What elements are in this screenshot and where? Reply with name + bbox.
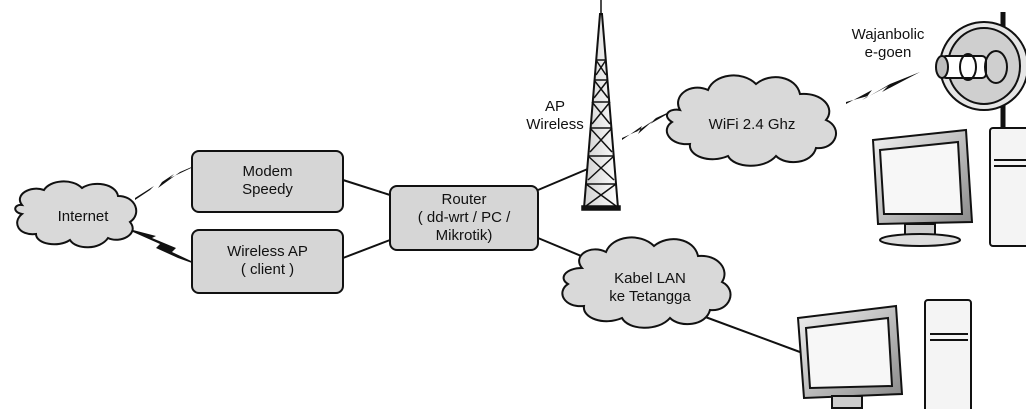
wireless-ap-label: Wireless AP ( client ): [227, 243, 308, 278]
internet-label: Internet: [57, 208, 109, 225]
link-router-tower: [537, 167, 591, 191]
wifi-label: WiFi 2.4 Ghz: [708, 116, 796, 133]
kabel-lan-label: Kabel LAN ke Tetangga: [609, 270, 691, 305]
pc-icon-bottom: [796, 299, 972, 409]
router-box: [389, 185, 539, 251]
modem-label: Modem Speedy: [242, 163, 293, 198]
wajanbolic-label: Wajanbolic e-goen: [851, 26, 925, 61]
wireless-ap-box: [191, 229, 344, 294]
wireless-bolts: [133, 72, 920, 268]
tower-icon: [581, 0, 621, 211]
internet-cloud: [14, 180, 138, 249]
link-kabel-lan-pc: [699, 314, 809, 356]
bolt-wifi-wajanbolic: [846, 72, 920, 104]
pc-icon-top: [871, 127, 1026, 247]
router-label: Router ( dd-wrt / PC / Mikrotik): [417, 191, 511, 244]
wajanbolic-dish-icon: [935, 12, 1026, 140]
modem-box: [191, 150, 344, 213]
bolt-internet-wireless-ap: [133, 230, 206, 268]
link-modem-router: [342, 179, 391, 196]
ap-wireless-label: AP Wireless: [526, 98, 584, 133]
wifi-cloud: [665, 74, 838, 167]
bolt-tower-wifi: [622, 108, 678, 140]
link-wireless-ap-router: [342, 239, 391, 259]
kabel-lan-cloud: [561, 236, 732, 329]
